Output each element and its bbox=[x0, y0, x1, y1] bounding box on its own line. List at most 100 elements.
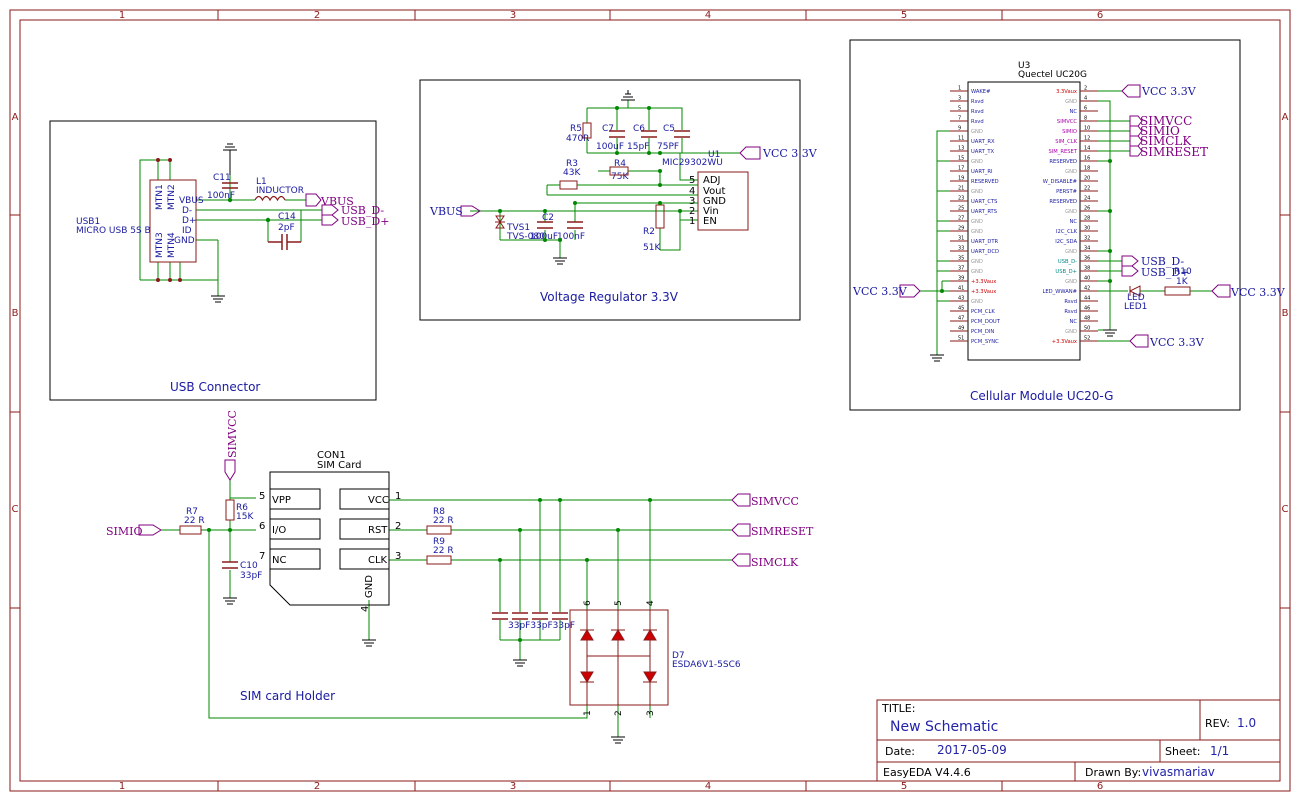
port-simclk-cell[interactable]: SIMCLK bbox=[1129, 134, 1192, 148]
port-simio-cell[interactable]: SIMIO bbox=[1129, 124, 1180, 138]
u1-ref: U1 bbox=[708, 150, 720, 160]
port-usb-dm-cell[interactable]: USB_D- bbox=[1121, 255, 1184, 268]
u3-pin-num-29: 29 bbox=[958, 226, 964, 232]
row-label-a: A bbox=[12, 112, 19, 123]
port-simclk-sim[interactable]: SIMCLK bbox=[731, 553, 799, 569]
cellular-dots bbox=[940, 159, 1112, 293]
regulator-wires bbox=[470, 100, 740, 258]
port-usb-dm[interactable]: USB_D- bbox=[321, 204, 384, 217]
title-block: TITLE: New Schematic REV: 1.0 Date: 2017… bbox=[876, 699, 1281, 782]
ground-symbol-reg-top bbox=[621, 90, 635, 101]
u3-pin-num-6: 6 bbox=[1084, 106, 1087, 112]
u3-pin-52: 52+3.3Vaux bbox=[1052, 336, 1098, 345]
u3-pin-num-49: 49 bbox=[958, 326, 964, 332]
cellular-wires bbox=[920, 90, 1212, 355]
port-usb-dp[interactable]: USB_D+ bbox=[321, 214, 389, 228]
u3-pin-num-33: 33 bbox=[958, 246, 964, 252]
d7-ref: D7 bbox=[672, 651, 685, 661]
port-simreset-cell[interactable]: SIMRESET bbox=[1129, 145, 1208, 159]
u3-pin-label-31: UART_DTR bbox=[971, 239, 998, 245]
u3-pin-label-45: PCM_CLK bbox=[971, 309, 995, 315]
u3-pin-num-39: 39 bbox=[958, 276, 964, 282]
port-vcc-cell-right[interactable]: VCC 3.3V bbox=[1211, 284, 1286, 299]
d7-esd-array bbox=[569, 609, 669, 706]
u3-pin-label-35: GND bbox=[971, 259, 983, 265]
u3-pin-num-17: 17 bbox=[958, 166, 964, 172]
port-simreset-sim[interactable]: SIMRESET bbox=[731, 523, 814, 538]
u3-pin-num-44: 44 bbox=[1084, 296, 1090, 302]
u3-left-pins: 1WAKE#3Rsvd5Rsvd7Rsvd9GND11UART_RX13UART… bbox=[950, 86, 1001, 345]
port-simvcc-sim[interactable]: SIMVCC bbox=[731, 493, 799, 508]
d7-part: ESDA6V1-5SC6 bbox=[672, 660, 741, 670]
r5-val: 470R bbox=[566, 134, 589, 144]
regulator-block-title: Voltage Regulator 3.3V bbox=[540, 290, 679, 304]
c14-ref: C14 bbox=[278, 212, 296, 222]
r6-resistor bbox=[225, 499, 235, 521]
row-label-b: B bbox=[12, 308, 19, 319]
port-simvcc-cell[interactable]: SIMVCC bbox=[1129, 114, 1192, 128]
u3-pin-label-47: PCM_DOUT bbox=[971, 319, 1001, 325]
c11-capacitor bbox=[222, 182, 238, 189]
usb-pin-vbus: VBUS bbox=[179, 196, 204, 206]
port-usb-dp-cell[interactable]: USB_D+ bbox=[1121, 265, 1189, 279]
d7-pin-6: 6 bbox=[583, 600, 593, 606]
u1-pin-en: EN bbox=[703, 216, 717, 227]
port-vbus-regulator[interactable]: VBUS bbox=[429, 205, 481, 218]
usb-part: MICRO USB 5S B bbox=[76, 226, 151, 236]
regulator-block-box bbox=[419, 79, 801, 321]
r4-val: 75K bbox=[611, 172, 629, 182]
u3-pin-num-37: 37 bbox=[958, 266, 964, 272]
c6-ref: C6 bbox=[633, 124, 645, 134]
u3-pin-num-18: 18 bbox=[1084, 166, 1090, 172]
cellular-block-box bbox=[849, 39, 1241, 411]
port-usb-dp-label: USB_D+ bbox=[341, 215, 389, 228]
r8-ref: R8 bbox=[433, 507, 445, 517]
cellular-section: U3 Quectel UC20G 1WAKE#3Rsvd5Rsvd7Rsvd9G… bbox=[852, 61, 1286, 362]
port-vcc-regulator[interactable]: VCC 3.3V bbox=[739, 146, 818, 160]
u3-part: Quectel UC20G bbox=[1018, 70, 1087, 80]
u3-pin-num-50: 50 bbox=[1084, 326, 1090, 332]
port-vcc-cell-top[interactable]: VCC 3.3V bbox=[1121, 84, 1197, 98]
port-vcc-cell-bottom[interactable]: VCC 3.3V bbox=[1129, 334, 1205, 349]
sim-pin-gnd-label: GND bbox=[364, 575, 375, 598]
u3-pin-label-27: GND bbox=[971, 219, 983, 225]
u3-pin-label-2: 3.3Vaux bbox=[1056, 89, 1077, 95]
port-usb-dm-cell-label: USB_D- bbox=[1141, 255, 1184, 268]
port-simvcc-sim-top[interactable]: SIMVCC bbox=[224, 410, 239, 481]
r9-ref: R9 bbox=[433, 537, 445, 547]
caps-val: 33pF33pF33pF bbox=[508, 621, 575, 631]
c10-ref: C10 bbox=[240, 561, 258, 571]
port-simio-sim[interactable]: SIMIO bbox=[106, 524, 162, 538]
port-vcc-cell-left[interactable]: VCC 3.3V bbox=[852, 284, 921, 298]
r7-val: 22 R bbox=[184, 516, 205, 526]
u3-pin-label-39: +3.3Vaux bbox=[971, 279, 996, 285]
sim-dots bbox=[207, 498, 652, 642]
port-vbus-regulator-label: VBUS bbox=[429, 205, 463, 218]
u3-pin-num-42: 42 bbox=[1084, 286, 1090, 292]
frame-labels: 1 2 3 4 5 6 1 2 3 4 5 6 A B C A B C bbox=[12, 10, 1289, 792]
port-vcc-cell-right-label: VCC 3.3V bbox=[1230, 286, 1286, 299]
u3-pin-num-35: 35 bbox=[958, 256, 964, 262]
sim-pin-box-io bbox=[269, 518, 321, 540]
usb-mtn2: MTN2 bbox=[167, 184, 177, 210]
date-label: Date: bbox=[885, 745, 915, 758]
d7-pin-3: 3 bbox=[646, 710, 656, 716]
d7-pin-1: 1 bbox=[583, 710, 593, 716]
sheet-frame bbox=[9, 9, 1291, 792]
sim-pin-vpp-label: VPP bbox=[272, 495, 291, 506]
r10-resistor bbox=[1164, 286, 1191, 296]
u3-pin-label-22: PERST# bbox=[1056, 189, 1077, 195]
u3-pin-num-40: 40 bbox=[1084, 276, 1090, 282]
ground-symbol-cell-right bbox=[1103, 329, 1117, 337]
